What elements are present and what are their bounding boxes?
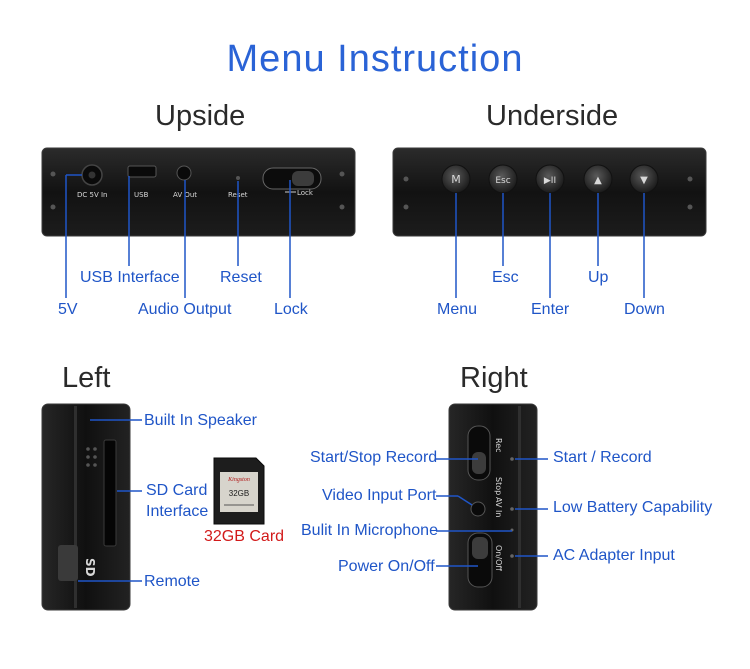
button-enter: ▶II: [535, 164, 565, 194]
section-heading-underside: Underside: [486, 100, 619, 132]
section-heading-left: Left: [62, 362, 111, 394]
card-capacity: 32GB: [229, 489, 249, 498]
video-input-jack-icon: [470, 501, 486, 517]
callout-sd-card-line2: Interface: [146, 503, 209, 520]
section-heading-right: Right: [460, 362, 528, 394]
callout-down: Down: [624, 301, 665, 318]
device-text-stop: Stop: [494, 477, 503, 495]
callout-built-in-microphone: Bulit In Microphone: [301, 522, 438, 539]
callout-start-stop-record: Start/Stop Record: [310, 449, 438, 466]
device-text-onoff: On/Off: [494, 545, 503, 571]
port-label-dc: DC 5V In: [77, 191, 107, 199]
page-title: Menu Instruction: [226, 38, 524, 80]
card-brand: Kingston: [227, 477, 250, 483]
port-label-usb: USB: [134, 191, 149, 199]
ac-led-icon: [510, 554, 514, 558]
callout-menu: Menu: [437, 301, 478, 318]
callout-low-battery: Low Battery Capability: [553, 499, 713, 516]
button-menu: M: [441, 164, 471, 194]
button-down: ▼: [629, 164, 659, 194]
svg-text:▼: ▼: [640, 175, 648, 186]
record-led-icon: [510, 457, 514, 461]
sd-slot-icon: [103, 439, 117, 547]
button-esc: Esc: [488, 164, 518, 194]
callout-remote: Remote: [144, 573, 201, 590]
device-text-avin: AV In: [494, 497, 503, 517]
port-label-lock: Lock: [297, 189, 314, 197]
callout-built-in-speaker: Built In Speaker: [144, 412, 257, 429]
callout-lock: Lock: [274, 301, 308, 318]
svg-text:▲: ▲: [594, 175, 602, 186]
callout-5v: 5V: [58, 301, 78, 318]
callout-ac-adapter: AC Adapter Input: [553, 547, 675, 564]
callout-start-record: Start / Record: [553, 449, 652, 466]
device-text-rec: Rec: [494, 438, 503, 453]
leader-lines: [65, 174, 645, 582]
av-jack-icon: [176, 165, 192, 181]
remote-receiver-icon: [58, 545, 78, 581]
upside-device: DC 5V In USB AV Out Reset Lock: [41, 147, 356, 237]
right-device: Rec Stop AV In On/Off: [448, 403, 538, 611]
section-heading-upside: Upside: [155, 100, 246, 132]
callout-audio-output: Audio Output: [138, 301, 232, 318]
callout-video-input-port: Video Input Port: [322, 487, 437, 504]
svg-text:M: M: [451, 173, 461, 186]
button-up: ▲: [583, 164, 613, 194]
left-device: SD: [41, 403, 131, 611]
usb-port-icon: [127, 165, 157, 178]
callout-enter: Enter: [531, 301, 570, 318]
card-caption: 32GB Card: [204, 528, 285, 545]
svg-text:▶II: ▶II: [544, 176, 556, 186]
sd-print-label: SD: [83, 558, 97, 577]
battery-led-icon: [510, 507, 514, 511]
callout-power-on-off: Power On/Off: [338, 558, 435, 575]
callout-esc: Esc: [492, 269, 519, 286]
callout-sd-card-line1: SD Card: [146, 482, 208, 499]
sd-card-icon: Kingston 32GB: [213, 457, 265, 525]
callout-reset: Reset: [220, 269, 262, 286]
svg-text:Esc: Esc: [495, 176, 510, 186]
reset-hole-icon: [236, 176, 240, 180]
callout-usb-interface: USB Interface: [80, 269, 180, 286]
callout-up: Up: [588, 269, 609, 286]
